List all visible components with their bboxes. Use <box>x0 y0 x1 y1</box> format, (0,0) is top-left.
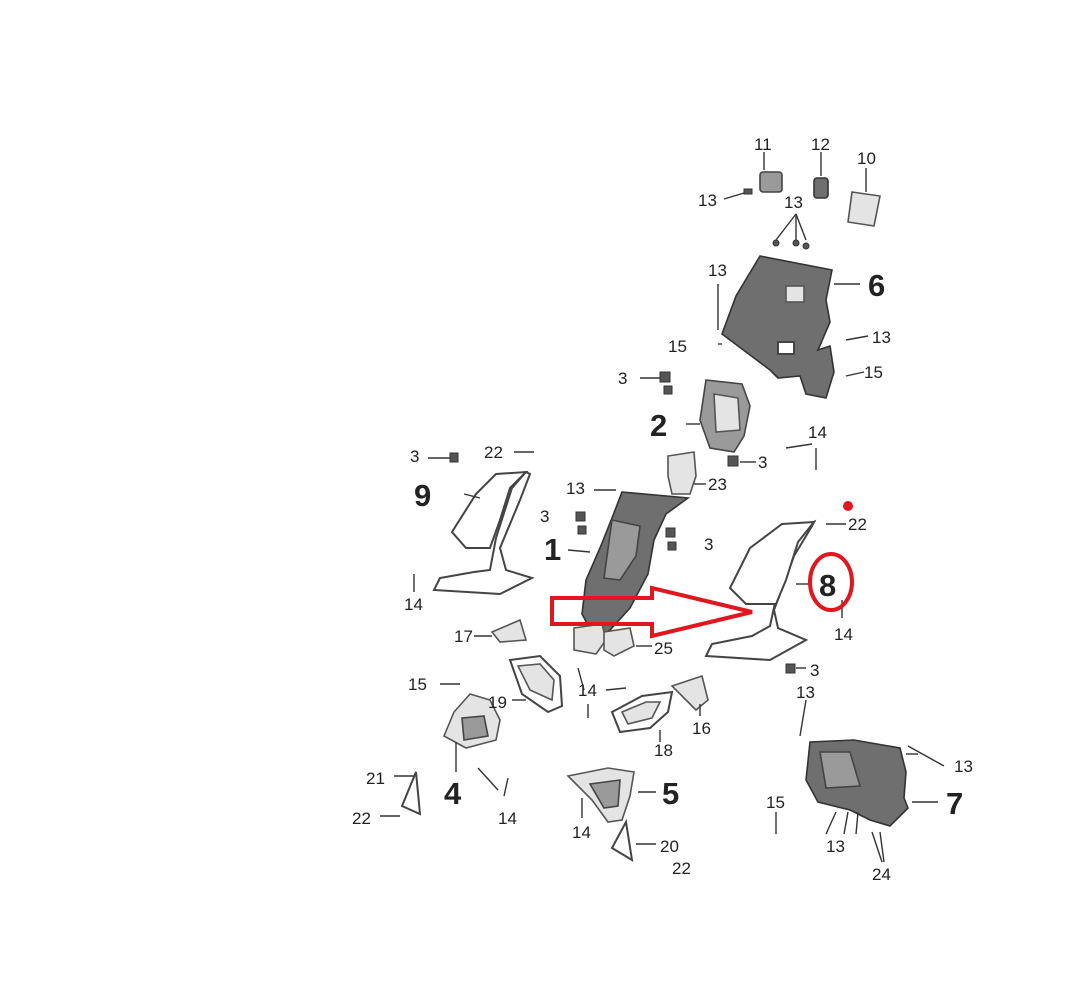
callout-13: 13 <box>954 757 973 776</box>
callout-14: 14 <box>578 681 597 700</box>
callout-22: 22 <box>848 515 867 534</box>
callout-14: 14 <box>808 423 827 442</box>
callout-18: 18 <box>654 741 673 760</box>
part-9 <box>413 451 535 596</box>
callout-3: 3 <box>758 453 767 472</box>
callout-8: 8 <box>819 568 836 603</box>
callout-12: 12 <box>811 135 830 154</box>
screws-13-part7 <box>785 663 807 737</box>
callout-16: 16 <box>692 719 711 738</box>
callout-15: 15 <box>864 363 883 382</box>
callout-3: 3 <box>810 661 819 680</box>
callout-22: 22 <box>352 809 371 828</box>
part-20 <box>610 818 656 862</box>
part-6 <box>717 255 869 399</box>
highlight-arrow <box>550 585 753 639</box>
screws-14-part4 <box>477 767 509 797</box>
part-17 <box>474 618 528 643</box>
screws-14-mid <box>577 667 627 718</box>
part-19 <box>508 654 564 714</box>
part-4 <box>440 683 501 772</box>
highlight-circle <box>808 552 854 612</box>
callout-7: 7 <box>946 786 963 821</box>
callout-3: 3 <box>410 447 419 466</box>
callout-13: 13 <box>826 837 845 856</box>
callout-6: 6 <box>868 268 885 303</box>
callout-14: 14 <box>404 595 423 614</box>
callout-20: 20 <box>660 837 679 856</box>
part-16 <box>670 674 709 716</box>
part-5 <box>566 767 656 823</box>
callout-24: 24 <box>872 865 891 884</box>
highlight-dot <box>843 501 853 511</box>
part-21 <box>380 771 422 817</box>
part-7 <box>775 739 945 863</box>
callout-5: 5 <box>662 776 679 811</box>
callout-3: 3 <box>618 369 627 388</box>
callout-3: 3 <box>704 535 713 554</box>
callout-15: 15 <box>766 793 785 812</box>
callout-25: 25 <box>654 639 673 658</box>
callout-15: 15 <box>668 337 687 356</box>
callout-23: 23 <box>708 475 727 494</box>
callout-11: 11 <box>754 135 772 154</box>
callout-22: 22 <box>484 443 503 462</box>
part-18 <box>610 690 674 742</box>
part-10 <box>847 168 881 227</box>
callout-14: 14 <box>834 625 853 644</box>
callout-14: 14 <box>572 823 591 842</box>
part-8 <box>704 519 846 662</box>
part-23 <box>667 443 817 495</box>
callout-1: 1 <box>544 532 561 567</box>
callout-14: 14 <box>498 809 517 828</box>
part-1 <box>567 489 691 642</box>
callout-13: 13 <box>698 191 717 210</box>
callout-13: 13 <box>708 261 727 280</box>
callout-3: 3 <box>540 507 549 526</box>
callout-17: 17 <box>454 627 473 646</box>
callout-21: 21 <box>366 769 385 788</box>
part-12 <box>813 152 829 199</box>
callout-13: 13 <box>796 683 815 702</box>
screw-13-top <box>723 188 810 250</box>
callout-4: 4 <box>444 776 462 811</box>
callout-19: 19 <box>488 693 507 712</box>
callout-10: 10 <box>857 149 876 168</box>
callout-13: 13 <box>566 479 585 498</box>
callout-2: 2 <box>650 408 667 443</box>
part-2 <box>640 371 751 453</box>
part-11 <box>759 152 783 193</box>
callout-15: 15 <box>408 675 427 694</box>
callout-13: 13 <box>872 328 891 347</box>
callout-13: 13 <box>784 193 803 212</box>
part-25 <box>573 623 652 657</box>
callout-9: 9 <box>414 478 431 513</box>
callout-22: 22 <box>672 859 691 878</box>
